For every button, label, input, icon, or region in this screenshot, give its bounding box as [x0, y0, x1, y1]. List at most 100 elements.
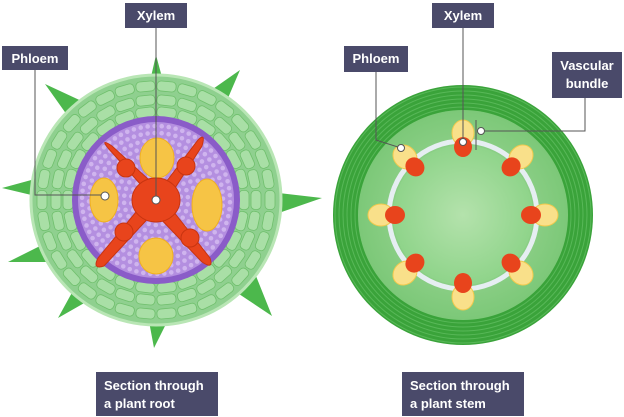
root-stele-cell: [134, 269, 139, 274]
label-stem-vascular-bundle: Vascular bundle: [552, 52, 622, 98]
root-stele-cell: [186, 219, 191, 224]
root-cortex-cell: [176, 288, 197, 303]
root-cortex-cell: [57, 230, 73, 251]
root-stele-cell: [127, 251, 132, 257]
root-xylem: [95, 136, 212, 268]
stem-xylem-bundle: [405, 253, 425, 273]
root-cortex-cell: [261, 210, 275, 231]
root-stele-cell: [98, 247, 104, 252]
root-stele-cell: [107, 170, 113, 176]
root-stele-cell: [173, 126, 178, 131]
root-stele-cell: [211, 163, 216, 168]
root-stele-cell: [85, 168, 91, 173]
root-cortex-cell: [247, 169, 261, 190]
root-stele-cell: [203, 164, 209, 170]
root-stele-cell: [146, 221, 152, 227]
root-stele-cell: [120, 248, 126, 253]
root-cortex-cell: [115, 288, 136, 303]
root-cortex-cell: [79, 116, 99, 135]
root-stele-cell: [119, 140, 124, 145]
root-cortex-cell: [244, 130, 262, 150]
root-stele-cell: [112, 136, 118, 141]
root-stele-cell: [214, 239, 220, 245]
root-stele-cell: [127, 180, 132, 185]
root-stele-cell: [149, 229, 154, 235]
root-stele-cell: [182, 265, 188, 271]
root-stele-cell: [123, 186, 129, 192]
root-cortex-cell: [213, 265, 233, 284]
root-cortex-cell: [62, 114, 81, 133]
root-stele-cell: [102, 153, 108, 159]
root-stele-cell: [94, 241, 99, 247]
root-cortex-cell: [62, 189, 74, 211]
root-stele-cell: [118, 132, 124, 138]
root-stele-cell: [175, 260, 181, 266]
caption-root-line2: a plant root: [104, 396, 175, 411]
root-stele-cell: [119, 179, 124, 184]
root-cortex-cell: [50, 250, 68, 270]
root-stele-cell: [185, 202, 191, 207]
root-cortex-cell: [156, 94, 177, 107]
root-stele-cell: [138, 132, 144, 138]
root-cortex-cell: [62, 267, 81, 286]
root-stele-cell: [163, 228, 169, 233]
root-stele-cell: [213, 153, 218, 159]
root-stele-cell: [82, 216, 87, 222]
root-stele-cell: [184, 187, 189, 193]
stem-xylem-marker: [459, 138, 467, 146]
root-stele-cell: [168, 270, 174, 275]
root-stele-cell: [176, 245, 181, 251]
root-cortex-cell: [66, 249, 84, 269]
root-cortex-cell: [250, 190, 262, 210]
root-cortex-cell: [215, 282, 235, 300]
root-stele-cell: [207, 157, 212, 162]
root-stele-cell: [200, 173, 206, 179]
root-cortex-cell: [115, 97, 136, 112]
root-cortex-cell: [77, 282, 97, 300]
root-stele-cell: [134, 261, 139, 267]
root-stele-cell: [114, 260, 120, 266]
root-stele-cell: [121, 200, 127, 206]
root-stele-cell: [188, 179, 193, 184]
root-stele-cell: [116, 185, 122, 191]
root-pointers: [34, 28, 157, 200]
root-stele-cell: [218, 182, 224, 188]
root-cortex-cell: [51, 169, 65, 190]
root-stele-cell: [204, 241, 210, 247]
root-stele-cell: [175, 149, 181, 155]
root-stele-cell: [183, 145, 188, 151]
root-cortex-cell: [50, 190, 62, 210]
root-cortex-cell: [239, 149, 255, 170]
root-stele-cell: [156, 229, 162, 235]
root-cortex-cell: [264, 190, 276, 210]
root-stele-cell: [142, 138, 147, 144]
root-cortex-cell: [247, 210, 261, 231]
root-stele-cell: [180, 215, 185, 220]
caption-stem-line2: a plant stem: [410, 396, 486, 411]
root-stele-cell: [135, 140, 140, 146]
root-cortex-cell: [114, 83, 135, 98]
root-stele-cell: [106, 160, 112, 166]
root-stele-cell: [174, 238, 180, 244]
root-stele-cell: [226, 185, 232, 191]
root-cortex-cell: [50, 130, 68, 150]
root-cortex-cell: [196, 105, 216, 122]
root-stele-cell: [145, 124, 150, 129]
root-stele-cell: [99, 172, 104, 178]
root-stele-cell: [216, 175, 222, 181]
root-stele-cell: [121, 193, 127, 198]
root-stele-cell: [94, 165, 100, 171]
root-stele-cell: [170, 140, 175, 145]
root-stele-cell: [79, 195, 85, 201]
root-stele-cell: [101, 227, 107, 233]
root-cortex-cell: [36, 190, 48, 210]
root-stele-cell: [136, 232, 142, 238]
root-stele-cell: [188, 262, 194, 268]
root-stele-cell: [208, 148, 214, 153]
root-stele-cell: [108, 224, 113, 230]
label-stem-phloem-text: Phloem: [353, 51, 400, 66]
root-cortex-cell: [96, 105, 116, 122]
root-cortex-cell: [238, 189, 250, 211]
root-stele-cell: [90, 235, 95, 241]
